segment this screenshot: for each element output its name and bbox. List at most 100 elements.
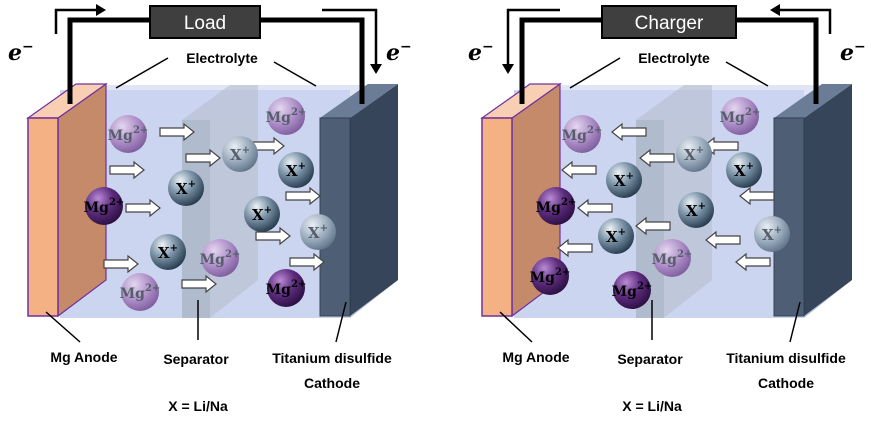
pointer-line (45, 311, 81, 343)
ion-flow-arrow (103, 254, 139, 274)
mg-ion-label: Mg2+ (200, 249, 241, 268)
mg-ion: Mg2+ (84, 187, 124, 225)
ion-flow-arrow (109, 160, 145, 180)
x-ion-label: X+ (686, 201, 706, 220)
mg-ion: Mg2+ (108, 115, 148, 153)
x-ion: X+ (150, 234, 186, 270)
cathode-top (320, 84, 398, 118)
cathode-label: Cathode (758, 375, 814, 391)
x-ion: X+ (678, 192, 714, 228)
ion-flow-arrow (735, 252, 771, 272)
charge-cell: Charger e− e− Electrolyte Mg Anode Separ… (468, 4, 866, 414)
ion-flow-arrow (159, 122, 195, 142)
ion-group: Mg2+Mg2+X+X+X+Mg2+X+X+X+Mg2+Mg2+Mg2+ (84, 97, 336, 311)
anode-label: Mg Anode (502, 349, 569, 365)
x-ion: X+ (278, 152, 314, 188)
mg-ion: Mg2+ (562, 115, 603, 153)
ion-key-note: X = Li/Na (168, 398, 228, 414)
electrolyte-label: Electrolyte (638, 50, 710, 66)
mg-ion-label: Mg2+ (536, 197, 577, 216)
x-ion: X+ (222, 136, 258, 172)
ion-sphere (598, 218, 634, 254)
x-ion-label: X+ (252, 205, 272, 224)
cathode-plate (773, 117, 805, 317)
ion-sphere (150, 234, 186, 270)
ion-sphere (244, 196, 280, 232)
electron-flow-arrow (322, 8, 378, 64)
pointer-line (499, 311, 533, 343)
ion-sphere (278, 152, 314, 188)
pointer-line (115, 57, 169, 89)
ion-sphere (721, 97, 759, 135)
load-label: Load (184, 13, 226, 34)
load-box (149, 5, 261, 39)
ion-sphere (531, 257, 569, 295)
cathode-side (350, 84, 398, 316)
pointer-line (335, 301, 347, 343)
wire (736, 17, 819, 104)
charger-box (601, 5, 737, 39)
wire (67, 17, 150, 104)
x-ion-label: X+ (762, 225, 782, 244)
ion-flow-arrow (639, 148, 675, 168)
x-ion: X+ (606, 162, 642, 198)
ion-flow-arrow (577, 198, 613, 218)
pointer-line (569, 57, 621, 89)
ion-sphere (537, 187, 575, 225)
mg-ion: Mg2+ (720, 97, 761, 135)
electron-label-right: e− (840, 39, 866, 66)
arrowhead (370, 64, 382, 74)
x-ion-label: X+ (230, 145, 250, 164)
ion-flow-arrow (561, 160, 597, 180)
x-ion: X+ (244, 196, 280, 232)
ion-sphere (726, 152, 762, 188)
ion-sphere (121, 273, 159, 311)
ion-sphere (678, 192, 714, 228)
ion-flow-arrow (181, 274, 217, 294)
ion-flow-arrow (739, 186, 775, 206)
cathode-top (774, 84, 852, 118)
ion-flow-arrow (185, 148, 221, 168)
ion-sphere (109, 115, 147, 153)
mg-ion-label: Mg2+ (562, 125, 603, 144)
x-ion: X+ (598, 218, 634, 254)
electrolyte-label: Electrolyte (186, 50, 258, 66)
cathode-side (804, 84, 852, 316)
ion-flow-arrow (125, 198, 161, 218)
arrowhead (770, 4, 780, 16)
mg-ion: Mg2+ (612, 271, 652, 309)
ion-flow-arrow (705, 230, 741, 250)
x-ion-label: X+ (158, 243, 178, 262)
electron-label-left: e− (8, 39, 34, 66)
cathode-plate (319, 117, 351, 317)
mg-ion-label: Mg2+ (720, 107, 761, 126)
separator-label: Separator (163, 351, 229, 367)
anode-plate (481, 117, 513, 317)
x-ion: X+ (300, 214, 336, 250)
mg-ion: Mg2+ (652, 239, 693, 277)
pointer-line (273, 61, 317, 87)
mg-ion-label: Mg2+ (652, 249, 693, 268)
x-ion-label: X+ (614, 171, 634, 190)
pointer-line (789, 301, 801, 343)
wire (519, 17, 602, 104)
mg-ion-label: Mg2+ (530, 267, 571, 286)
mg-ion: Mg2+ (266, 97, 306, 135)
x-ion-label: X+ (734, 161, 754, 180)
ion-sphere (222, 136, 258, 172)
ion-sphere (168, 170, 204, 206)
ion-flow-arrow (635, 216, 671, 236)
mg-ion: Mg2+ (536, 187, 577, 225)
ion-key-note: X = Li/Na (622, 398, 682, 414)
arrowhead (96, 4, 106, 16)
cathode-label: Titanium disulfide (726, 350, 846, 366)
x-ion: X+ (676, 136, 712, 172)
x-ion-label: X+ (606, 227, 626, 246)
ion-sphere (563, 115, 601, 153)
mg-ion-label: Mg2+ (266, 279, 307, 298)
pointer-line (725, 61, 769, 87)
anode-plate (27, 117, 59, 317)
electron-flow-arrow (506, 8, 560, 64)
cathode-label: Titanium disulfide (272, 350, 392, 366)
